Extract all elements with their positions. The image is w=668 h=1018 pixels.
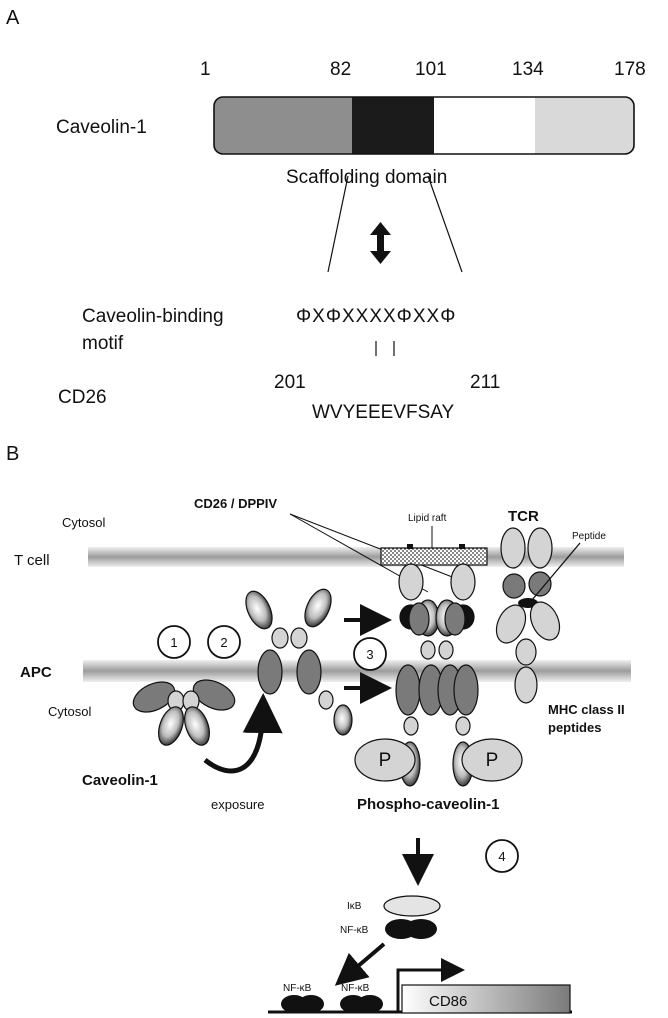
caveolin-binding-label: Caveolin-binding xyxy=(82,306,224,327)
exposure-arrow xyxy=(203,693,283,774)
exposure-label: exposure xyxy=(211,797,264,812)
step-1-marker: 1 xyxy=(157,625,191,659)
lipid-raft-marker-1 xyxy=(407,544,413,549)
nfkb-site-label-2: NF-κB xyxy=(341,983,370,994)
cd86-label: CD86 xyxy=(429,993,467,1010)
bar-segment-1-81 xyxy=(214,97,352,154)
binding-double-arrow xyxy=(370,222,391,264)
mhc-peptides-label: peptides xyxy=(548,720,601,735)
nfkb-site-1b xyxy=(298,995,324,1013)
cd26-label: CD26 xyxy=(58,387,107,408)
svg-text:P: P xyxy=(379,750,392,771)
nfkb-site-2b xyxy=(357,995,383,1013)
zoom-line-right xyxy=(427,175,463,273)
panel-b-label: B xyxy=(6,443,19,465)
zoom-line-left xyxy=(327,175,349,273)
apc-membrane xyxy=(83,660,631,682)
apc-label: APC xyxy=(20,664,52,681)
step-4-marker: 4 xyxy=(485,839,519,873)
caveolin-protein-label: Caveolin-1 xyxy=(56,117,147,138)
step-3-marker: 3 xyxy=(353,637,387,671)
cd26-sequence: WVYEEEVFSAY xyxy=(312,402,455,423)
bar-segment-101-134 xyxy=(434,97,535,154)
bar-outline xyxy=(213,96,635,155)
step-2-marker: 2 xyxy=(207,625,241,659)
cytosol-top-label: Cytosol xyxy=(62,515,105,530)
transcription-start-arrow xyxy=(396,958,465,1012)
ikb-label: IκB xyxy=(347,901,362,912)
position-82: 82 xyxy=(330,59,351,80)
phospho-group-left: P xyxy=(354,738,416,782)
caveolin-1-label: Caveolin-1 xyxy=(82,772,158,789)
caveolin-1-dimer xyxy=(132,679,236,746)
position-178: 178 xyxy=(614,59,646,80)
cd26-end-position: 211 xyxy=(470,372,500,393)
nfkb-translocation-arrow xyxy=(334,942,386,986)
position-134: 134 xyxy=(512,59,544,80)
bar-segment-134-178 xyxy=(535,97,634,154)
t-cell-label: T cell xyxy=(14,552,50,569)
lipid-raft-label: Lipid raft xyxy=(408,513,447,524)
tcr-label: TCR xyxy=(508,508,539,525)
motif-label: motif xyxy=(82,333,124,354)
nfkb-complex-right xyxy=(405,919,437,939)
svg-text:P: P xyxy=(486,750,499,771)
lipid-raft-marker-2 xyxy=(459,544,465,549)
position-labels: 1 82 101 134 178 xyxy=(200,59,646,80)
panel-a-label: A xyxy=(6,7,20,29)
motif-sequence: ΦXΦXXXXΦXXΦ xyxy=(296,306,456,327)
bar-segment-scaffolding xyxy=(352,97,434,154)
phospho-caveolin-label: Phospho-caveolin-1 xyxy=(357,796,500,813)
mhc-label: MHC class II xyxy=(548,702,625,717)
cd86-gene xyxy=(401,984,571,1014)
phospho-group-right: P xyxy=(461,738,523,782)
svg-text:1: 1 xyxy=(170,635,177,650)
t-cell-membrane xyxy=(88,547,624,567)
tcr xyxy=(500,527,553,599)
cd26-start-position: 201 xyxy=(274,372,306,393)
nfkb-site-label-1: NF-κB xyxy=(283,983,312,994)
exposed-caveolin-1 xyxy=(245,588,353,736)
position-1: 1 xyxy=(200,59,211,80)
caveolin-domain-bar xyxy=(213,96,635,155)
peptide-pointer xyxy=(531,542,581,601)
svg-text:3: 3 xyxy=(366,647,373,662)
nfkb-label-complex: NF-κB xyxy=(340,925,369,936)
lipid-raft xyxy=(380,547,488,566)
svg-text:4: 4 xyxy=(498,849,505,864)
cd26-dppiv-label: CD26 / DPPIV xyxy=(194,496,277,511)
svg-text:2: 2 xyxy=(220,635,227,650)
cytosol-bottom-label: Cytosol xyxy=(48,704,91,719)
position-101: 101 xyxy=(415,59,447,80)
ikb xyxy=(383,895,441,917)
cd26-pointer-2 xyxy=(289,513,461,581)
scaffolding-domain-label: Scaffolding domain xyxy=(286,167,447,188)
peptide-label: Peptide xyxy=(572,531,606,542)
mhc-class-ii xyxy=(495,601,561,704)
